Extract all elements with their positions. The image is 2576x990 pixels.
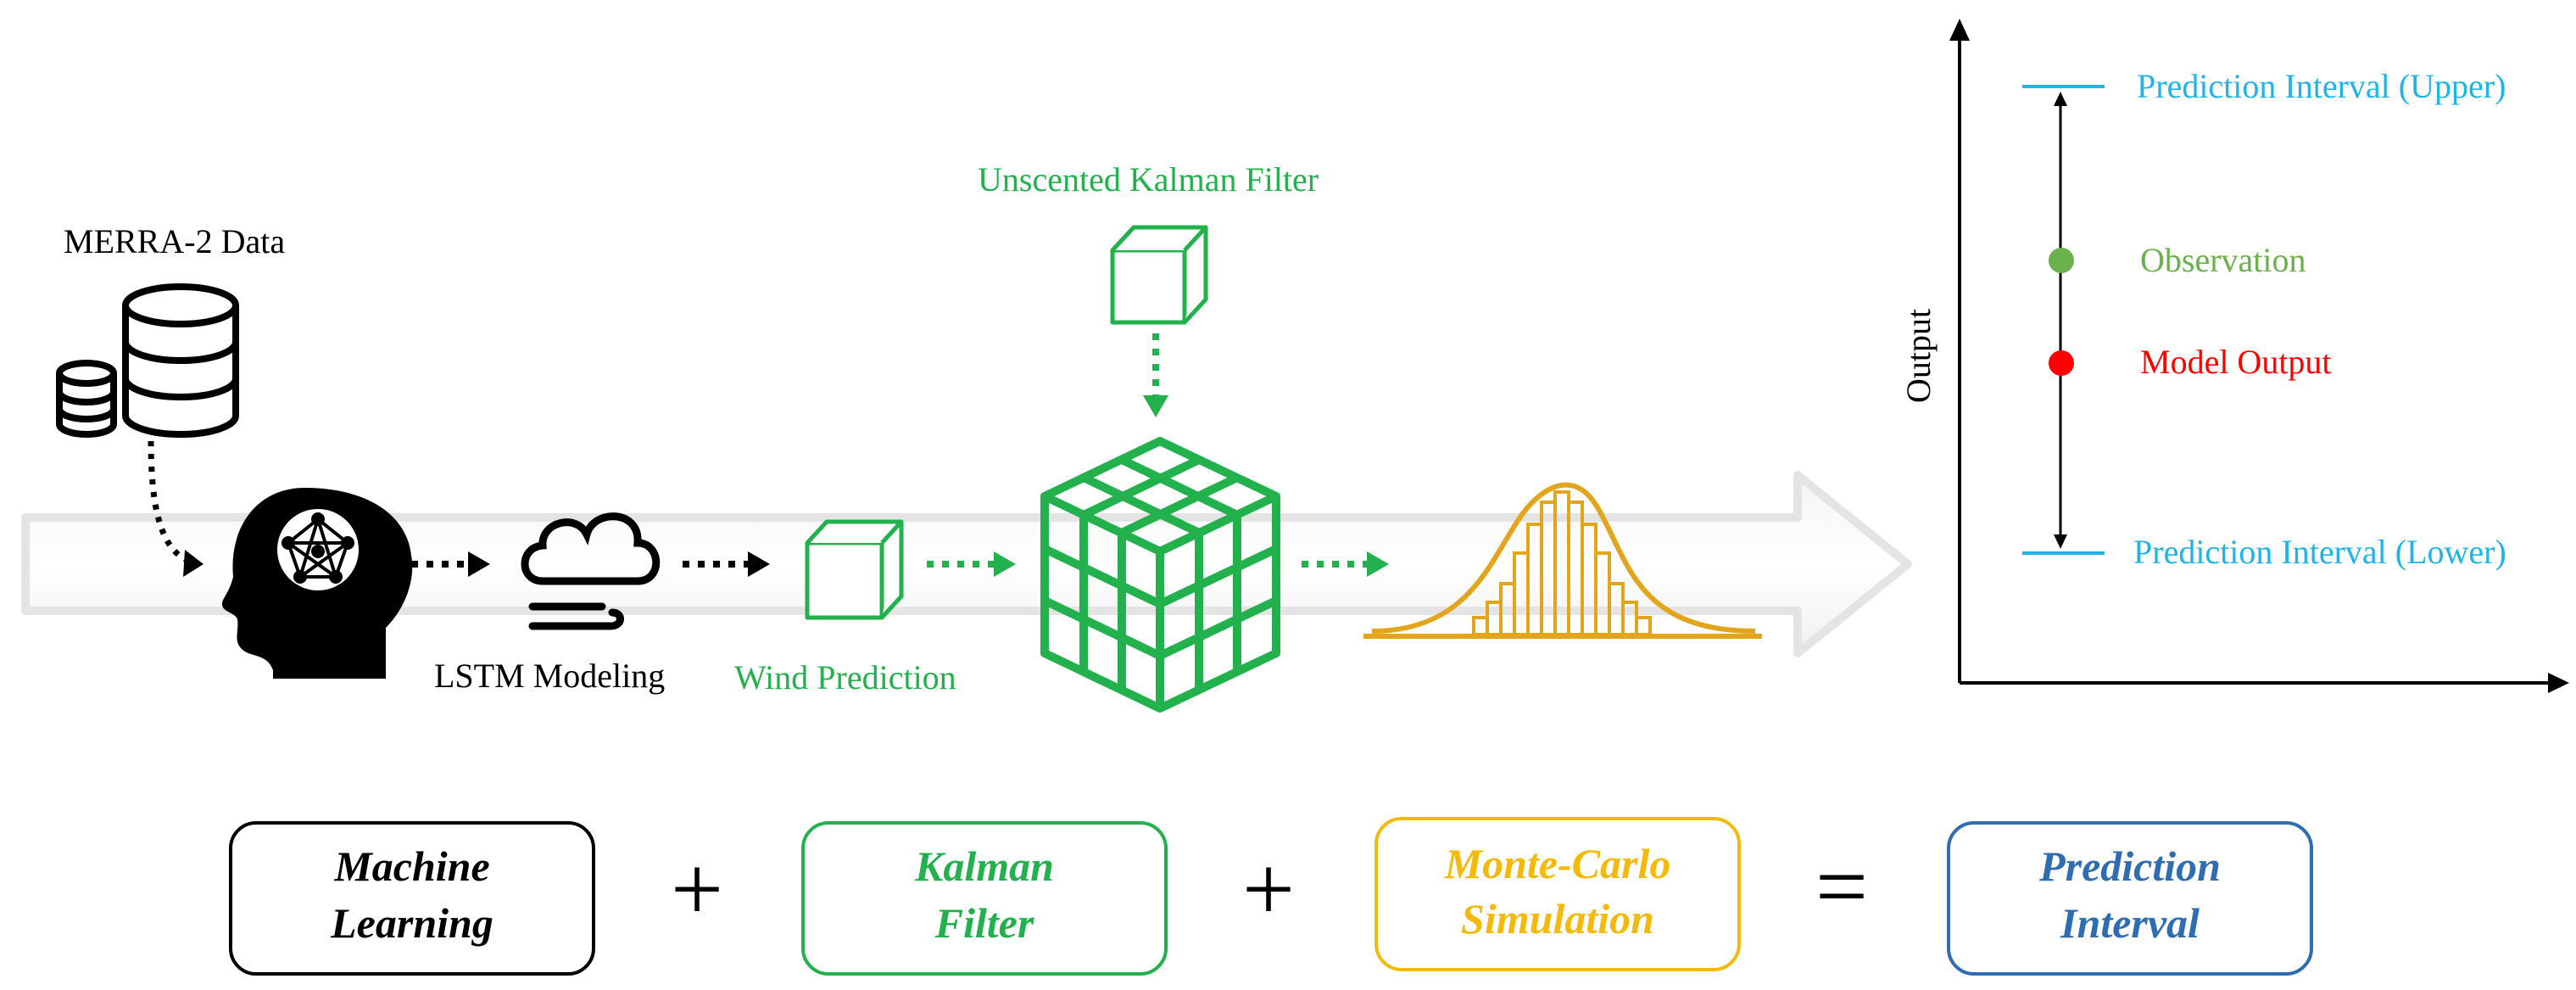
ml-box-line1: Machine [333, 842, 489, 890]
pi-box-line1: Prediction [2038, 842, 2221, 890]
interval-plot [1949, 19, 2569, 693]
mc-box: Monte-Carlo Simulation [1374, 817, 1741, 971]
pi-box-line2: Interval [2060, 899, 2200, 947]
model-output-label: Model Output [2140, 343, 2332, 381]
database-icon [56, 283, 239, 438]
ukf-to-kf-arrow [1143, 333, 1168, 417]
mc-box-line1: Monte-Carlo [1444, 840, 1671, 887]
wind-to-kf-arrow [927, 551, 1016, 577]
pi-box: Prediction Interval [1947, 821, 2313, 976]
mc-box-line2: Simulation [1461, 895, 1654, 942]
equals-sign: = [1815, 835, 1868, 938]
model-output-point [2049, 350, 2074, 376]
output-axis-label: Output [1899, 309, 1938, 403]
kf-to-mc-arrow [1302, 551, 1389, 577]
lstm-label: LSTM Modeling [434, 657, 665, 695]
brain-network-icon [222, 488, 413, 679]
ml-box: Machine Learning [229, 821, 595, 976]
cloud-wind-icon [521, 512, 661, 630]
lstm-to-wind-arrow [683, 551, 770, 577]
plus-sign-1: + [671, 837, 723, 941]
merra-label: MERRA-2 Data [64, 222, 285, 260]
ukf-label: Unscented Kalman Filter [978, 160, 1319, 199]
lower-label: Prediction Interval (Lower) [2133, 533, 2506, 571]
ml-to-lstm-arrow [411, 551, 490, 577]
ukf-cube-icon [1110, 225, 1208, 325]
cube-icon [805, 519, 904, 620]
kf-box-line1: Kalman [914, 842, 1054, 890]
ml-box-line2: Learning [330, 899, 493, 947]
observation-point [2049, 248, 2074, 273]
wind-label: Wind Prediction [734, 658, 956, 696]
histogram-bell-curve-icon [1363, 482, 1762, 639]
observation-label: Observation [2140, 241, 2306, 279]
kf-box: Kalman Filter [801, 821, 1168, 976]
kf-box-line2: Filter [934, 899, 1034, 947]
rubiks-cube-icon [1040, 437, 1280, 713]
plus-sign-2: + [1242, 837, 1295, 941]
upper-label: Prediction Interval (Upper) [2137, 67, 2506, 105]
